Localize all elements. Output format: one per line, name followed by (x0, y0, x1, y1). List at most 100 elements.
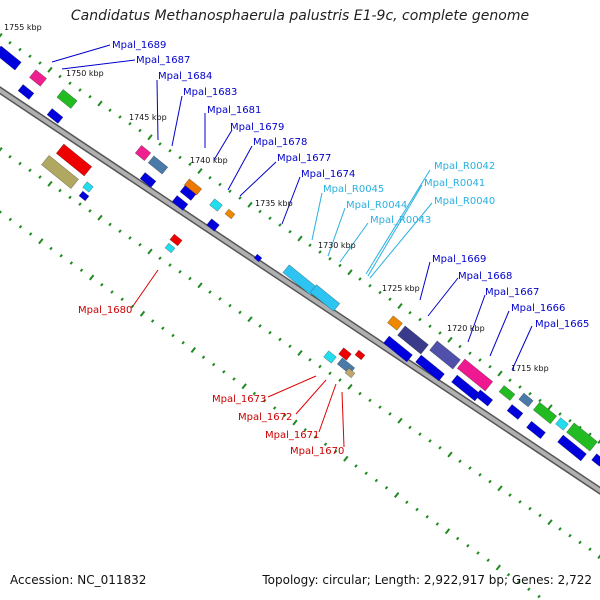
scale-tick (128, 121, 132, 126)
scale-tick (0, 147, 3, 153)
gene-box (429, 340, 461, 370)
scale-tick (178, 155, 182, 160)
scale-tick (486, 558, 490, 563)
scale-tick (128, 236, 132, 240)
scale-tick (333, 449, 338, 454)
scale-tick (181, 340, 185, 345)
scale-tick (547, 519, 553, 526)
scale-tick (258, 209, 262, 214)
gene-box (323, 350, 337, 364)
gene-box (56, 143, 92, 177)
scale-tick (478, 358, 482, 362)
scale-tick (118, 229, 122, 233)
scale-tick (444, 528, 451, 535)
gene-label-rna: Mpal_R0041 (424, 178, 485, 189)
scale-tick (147, 134, 153, 141)
scale-tick (347, 383, 353, 390)
gene-box (17, 84, 35, 100)
gene-box (56, 89, 78, 109)
scale-tick (508, 493, 512, 497)
scale-tick (158, 256, 162, 261)
gene-box (526, 421, 546, 439)
gene-box (171, 195, 189, 211)
scale-tick (478, 473, 482, 477)
gene-labels: Mpal_1689Mpal_1687Mpal_1684Mpal_1683Mpal… (78, 40, 589, 457)
scale-tick (161, 326, 165, 331)
gene-box (383, 335, 413, 363)
scale-tick (447, 451, 453, 458)
gene-box (224, 208, 236, 220)
scale-tick (0, 210, 2, 215)
gene-label-reverse: Mpal_1670 (290, 446, 344, 457)
scale-label: 1715 kbp (511, 364, 549, 373)
scale-label: 1750 kbp (66, 69, 104, 78)
scale-tick (388, 297, 392, 302)
scale-tick (138, 242, 142, 247)
leader-line (339, 222, 369, 263)
leader-line (227, 145, 253, 191)
scale-tick (338, 263, 342, 268)
scale-tick (358, 391, 362, 396)
gene-features (0, 45, 600, 467)
gene-box (591, 453, 600, 467)
scale-tick (508, 378, 512, 383)
scale-tick (388, 412, 392, 416)
gene-box (209, 198, 223, 212)
accession-text: Accession: NC_011832 (10, 573, 147, 587)
scale-tick (158, 142, 162, 146)
gene-label-reverse: Mpal_1673 (212, 394, 266, 405)
leader-line (239, 161, 277, 197)
scale-tick (110, 290, 114, 294)
scale-tick (347, 269, 353, 276)
scale-tick (466, 543, 470, 548)
scale-tick (418, 317, 422, 322)
scale-tick (488, 364, 492, 369)
gene-box (506, 404, 524, 420)
scale-tick (506, 572, 511, 577)
scale-tick (241, 383, 247, 390)
scale-tick (558, 412, 562, 416)
scale-tick (78, 88, 82, 92)
scale-tick (88, 94, 92, 99)
gene-label-rna: Mpal_R0042 (434, 161, 495, 172)
scale-tick (588, 547, 592, 552)
gene-label-forward: Mpal_1677 (277, 153, 331, 164)
scale-tick (568, 533, 572, 538)
scale-tick (438, 331, 442, 335)
scale-tick (328, 256, 332, 261)
scale-tick (168, 263, 172, 267)
gene-box (338, 347, 352, 361)
scale-tick (58, 188, 62, 193)
scale-tick (208, 290, 212, 294)
scale-tick (435, 522, 440, 526)
scale-tick (518, 500, 522, 504)
scale-tick (547, 404, 553, 411)
scale-tick (8, 40, 12, 45)
gene-box (566, 422, 598, 452)
scale-tick (405, 500, 409, 505)
scale-tick (168, 148, 172, 153)
gene-box (498, 385, 516, 401)
backbone (0, 86, 600, 495)
scale-tick (28, 54, 32, 59)
scale-tick (268, 216, 272, 221)
scale-tick (497, 370, 503, 377)
gene-box (179, 185, 197, 201)
gene-box (344, 367, 356, 379)
gene-box (475, 389, 493, 407)
gene-label-forward: Mpal_1668 (458, 271, 512, 282)
scale-tick (47, 180, 53, 187)
scale-tick (313, 435, 318, 439)
scale-tick (354, 464, 358, 468)
scale-tick (408, 310, 412, 315)
scale-tick (68, 195, 72, 200)
scale-tick (278, 337, 282, 342)
leader-line (213, 129, 233, 161)
gene-box (533, 401, 557, 425)
scale-tick (283, 413, 287, 418)
gene-label-reverse: Mpal_1672 (238, 412, 292, 423)
scale-tick (558, 527, 562, 531)
gene-label-forward: Mpal_1681 (207, 105, 261, 116)
